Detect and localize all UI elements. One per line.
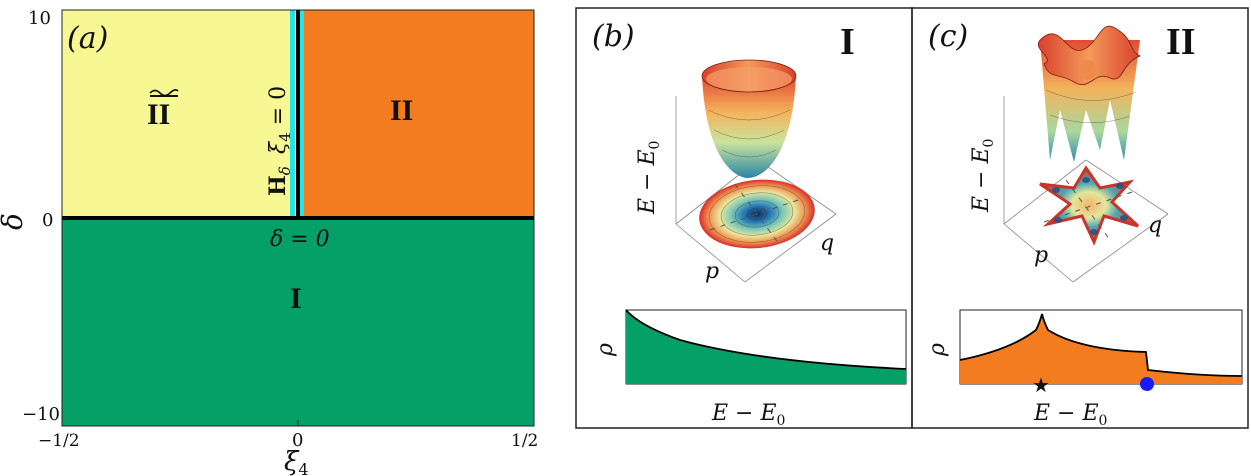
- dos-xlabel-c: E − E0: [1033, 401, 1107, 429]
- ytick-0: 0: [42, 210, 53, 231]
- blue-dot-marker: [1140, 377, 1154, 391]
- region-tilde-II: [62, 10, 298, 218]
- panel-b-roman: I: [840, 21, 855, 63]
- rho-label-c: ρ: [925, 343, 950, 357]
- panel-a-label: (a): [67, 21, 108, 56]
- x-axis-label: ξ4: [284, 447, 309, 476]
- cyan-line: [290, 10, 295, 218]
- delta-zero-label: δ = 0: [270, 227, 330, 252]
- bowl-surface: [701, 59, 797, 178]
- xtick-0: 0: [292, 430, 303, 451]
- label-II: II: [390, 94, 413, 127]
- axis-q-c: q: [1148, 213, 1162, 238]
- dos-xlabel-b: E − E0: [711, 401, 785, 429]
- star-bowl-surface: [1037, 25, 1141, 162]
- delta-zero-line: [62, 216, 534, 220]
- dos-curve-c: [960, 314, 1242, 384]
- dos-curve-b: [626, 310, 906, 384]
- svg-text:Hδ: Hδ: [265, 166, 294, 196]
- panel-c-frame: [911, 7, 1249, 429]
- ytick-m10: −10: [22, 404, 60, 425]
- panel-b-label: (b): [592, 19, 635, 54]
- xtick-m-half: −1/2: [38, 431, 80, 451]
- panel-c-label: (c): [928, 19, 968, 54]
- ytick-10: 10: [28, 8, 51, 29]
- y-axis-label: δ: [0, 213, 29, 230]
- xtick-half: 1/2: [511, 431, 538, 451]
- axis-E-c: E − E0: [969, 139, 997, 213]
- axis-ticks: [61, 9, 535, 427]
- vline-labels: Hδ ξ4 = 0: [265, 86, 294, 196]
- black-vline: [296, 10, 300, 218]
- region-I: [62, 218, 534, 426]
- axis-E-b: E − E0: [635, 141, 663, 215]
- panel-c: (c) II: [911, 7, 1249, 429]
- panel-a: (a) II II I Hδ ξ4 = 0 δ = 0 10 0 −10 −1/…: [0, 8, 538, 476]
- axis-q-b: q: [820, 231, 834, 256]
- panel-b: (b) I: [575, 7, 913, 429]
- tilde-mark: [149, 89, 179, 97]
- star-marker: ★: [1032, 373, 1050, 397]
- label-tilde-II: II: [147, 89, 179, 131]
- contour-plot-c: [1039, 165, 1140, 246]
- axis-p-c: p: [1034, 243, 1048, 268]
- svg-text:II: II: [147, 98, 170, 131]
- region-II: [298, 10, 534, 218]
- panel-c-roman: II: [1166, 21, 1196, 63]
- axis-p-b: p: [705, 259, 719, 284]
- rho-label-b: ρ: [593, 343, 618, 357]
- svg-text:ξ4 = 0: ξ4 = 0: [266, 86, 294, 154]
- label-I: I: [290, 282, 302, 315]
- contour-plot-b: [699, 179, 815, 249]
- cyan-line-right: [300, 10, 304, 218]
- plot3d-frame-b: [675, 96, 837, 283]
